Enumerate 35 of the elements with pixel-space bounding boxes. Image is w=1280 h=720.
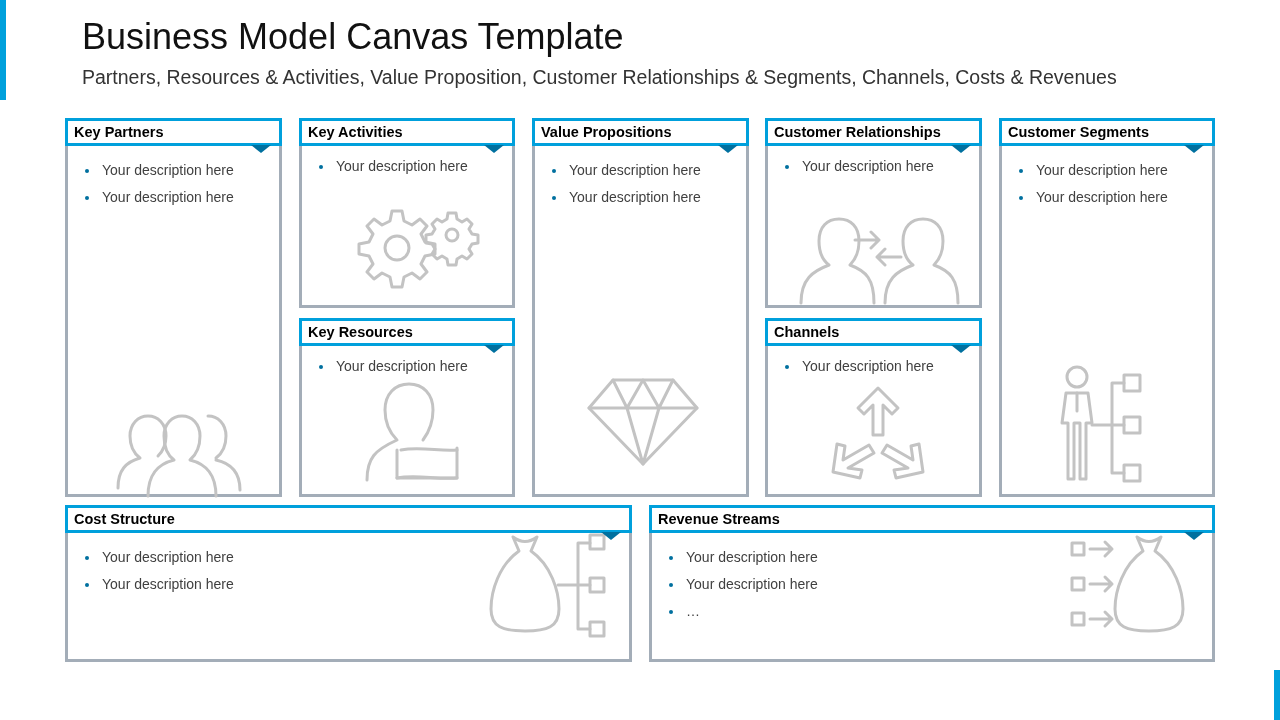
panel-heading: Value Propositions [532,118,749,146]
bullet-text: Your description here [316,158,468,185]
canvas-panel [299,118,515,308]
bullet-text: Your description here [82,549,234,576]
bullet-text: Your description here [1016,162,1168,189]
bullet-text: Your description here [1016,189,1168,216]
bullet-text: … [666,603,818,630]
bullet-text: Your description here [549,189,701,216]
panel-heading: Channels [765,318,982,346]
bullet-text: Your description here [666,549,818,576]
bullet-text: Your description here [782,158,934,185]
bullet-text: Your description here [782,358,934,385]
canvas-panel [765,118,982,308]
panel-heading: Customer Segments [999,118,1215,146]
panel-heading: Customer Relationships [765,118,982,146]
subtitle: Partners, Resources & Activities, Value Proposition, Customer Relationships & Segments, Channels, Costs & Revenues [82,66,1117,89]
canvas-panel [765,318,982,497]
title: Business Model Canvas Template [82,16,624,58]
panel-heading: Key Activities [299,118,515,146]
canvas-panel [299,318,515,497]
panel-heading: Revenue Streams [649,505,1215,533]
panel-heading: Key Resources [299,318,515,346]
bullet-text: Your description here [82,162,234,189]
bullet-text: Your description here [82,189,234,216]
canvas-panel [532,118,749,497]
canvas-panel [649,505,1215,662]
bullet-text: Your description here [666,576,818,603]
canvas-panel [65,118,282,497]
canvas-panel [999,118,1215,497]
panel-heading: Cost Structure [65,505,632,533]
bullet-text: Your description here [82,576,234,603]
canvas-panel [65,505,632,662]
panel-heading: Key Partners [65,118,282,146]
bullet-text: Your description here [316,358,468,385]
bullet-text: Your description here [549,162,701,189]
